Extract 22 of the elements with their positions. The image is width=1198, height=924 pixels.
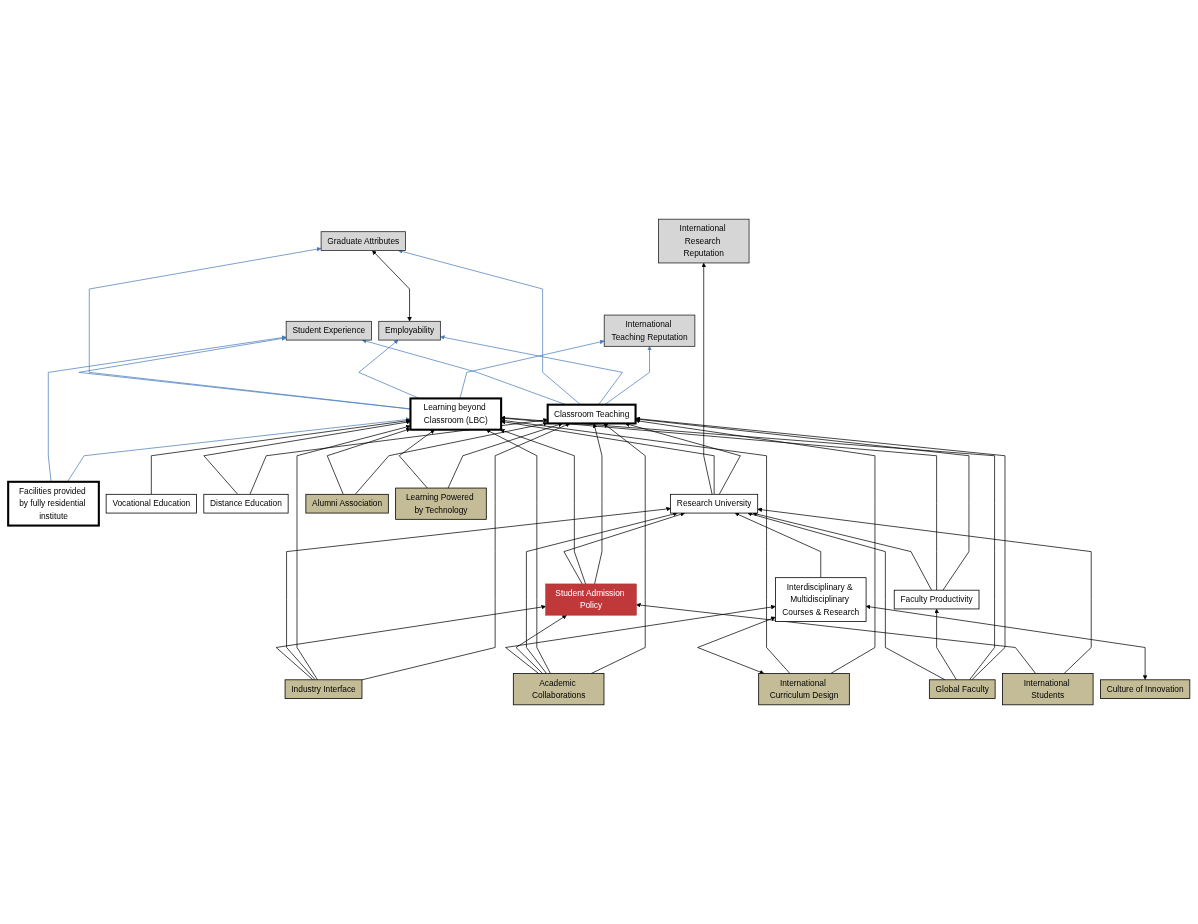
node-box: Vocational Education <box>105 493 197 514</box>
node-box: Alumni Association <box>305 493 389 514</box>
node-box: International Research Reputation <box>658 218 750 264</box>
node-box: Faculty Productivity <box>893 589 980 610</box>
node-box: Research University <box>670 493 759 514</box>
node-box: Learning beyond Classroom (LBC) <box>409 397 503 431</box>
node-box: International Curriculum Design <box>758 673 850 706</box>
node-box: Global Faculty <box>928 679 996 699</box>
node-box: Distance Education <box>203 493 289 514</box>
node-box: Classroom Teaching <box>546 403 637 425</box>
node-box: Employability <box>378 320 441 341</box>
node-box: International Students <box>1002 673 1094 706</box>
node-box: Culture of Innovation <box>1100 679 1191 699</box>
node-box: Student Admission Policy <box>545 583 637 616</box>
node-box: Graduate Attributes <box>320 231 406 251</box>
node-box: Academic Collaborations <box>512 673 605 706</box>
node-box: Student Experience <box>285 320 372 341</box>
node-box: Interdisciplinary & Multidisciplinary Courses & Research <box>775 577 867 622</box>
node-box: Facilities provided by fully residential institute <box>7 480 100 527</box>
node-box: Industry Interface <box>284 679 363 699</box>
node-box: Learning Powered by Technology <box>395 487 487 520</box>
node-box: International Teaching Reputation <box>603 314 696 347</box>
